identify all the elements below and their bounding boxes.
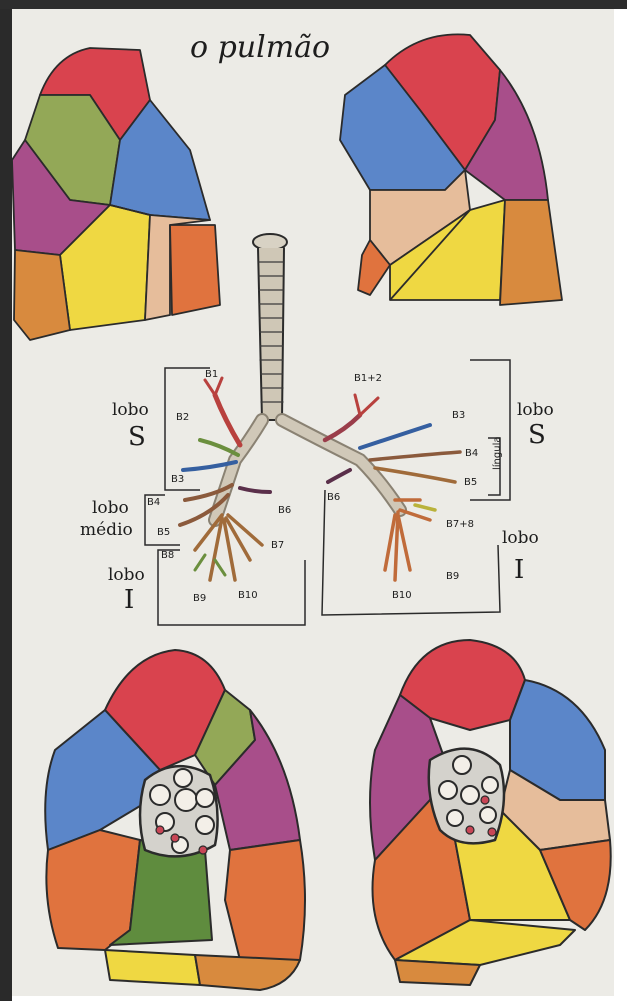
label-s-right: S <box>528 420 546 450</box>
label-lingula: língula <box>492 437 503 471</box>
seg-left-b2: B2 <box>176 412 189 423</box>
seg-left-b4: B4 <box>147 497 160 508</box>
label-i-right: I <box>514 555 524 585</box>
seg-left-b9: B9 <box>193 593 206 604</box>
seg-left-b8: B8 <box>161 550 174 561</box>
label-s-left: S <box>128 422 146 452</box>
seg-left-b6: B6 <box>278 505 291 516</box>
bottom-right-lung <box>370 640 611 985</box>
seg-left-b1: B1 <box>205 369 218 380</box>
seg-right-b3: B3 <box>452 410 465 421</box>
seg-left-b7: B7 <box>271 540 284 551</box>
label-i-left: I <box>124 585 134 615</box>
label-lobo-right-lower: lobo <box>502 528 539 548</box>
seg-right-b12: B1+2 <box>354 373 382 384</box>
seg-right-b10: B10 <box>392 590 412 601</box>
top-left-lung <box>12 48 220 340</box>
seg-right-b5: B5 <box>464 477 477 488</box>
bottom-left-lung <box>45 650 305 990</box>
label-lobo-right-upper: lobo <box>517 400 554 420</box>
label-lobo-left-upper: lobo <box>112 400 149 420</box>
seg-left-b5: B5 <box>157 527 170 538</box>
seg-right-b6: B6 <box>327 492 340 503</box>
seg-right-b4: B4 <box>465 448 478 459</box>
label-lobo-left-lower: lobo <box>108 565 145 585</box>
seg-right-b78: B7+8 <box>446 519 474 530</box>
label-medio: médio <box>80 520 133 540</box>
top-right-lung <box>340 34 562 305</box>
seg-left-b3: B3 <box>171 474 184 485</box>
seg-right-b9: B9 <box>446 571 459 582</box>
seg-left-b10: B10 <box>238 590 258 601</box>
label-lobo-left-middle: lobo <box>92 498 129 518</box>
page-title: o pulmão <box>190 30 330 65</box>
